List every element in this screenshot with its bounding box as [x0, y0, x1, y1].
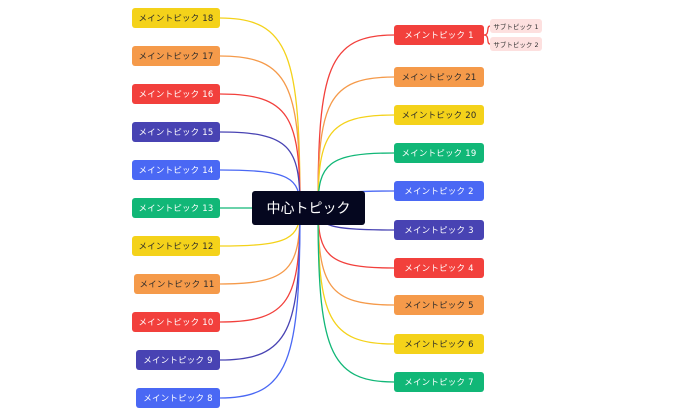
main-topic-left-6[interactable]: メイントピック 13 — [132, 198, 220, 218]
main-topic-left-7[interactable]: メイントピック 12 — [132, 236, 220, 256]
connector-sub-2 — [483, 34, 491, 45]
connector-left-11 — [219, 207, 301, 399]
connector-left-3 — [219, 93, 301, 209]
connector-left-4 — [219, 131, 301, 209]
main-topic-left-1-label: メイントピック 18 — [138, 14, 214, 24]
main-topic-right-8-label: メイントピック 5 — [404, 301, 474, 311]
subtopic-2-label: サブトピック 2 — [493, 41, 539, 49]
center-topic[interactable]: 中心トピック — [252, 191, 365, 225]
main-topic-left-9-label: メイントピック 10 — [138, 318, 214, 328]
main-topic-right-2-label: メイントピック 21 — [401, 73, 477, 83]
main-topic-left-3[interactable]: メイントピック 16 — [132, 84, 220, 104]
main-topic-left-4-label: メイントピック 15 — [138, 128, 214, 138]
main-topic-right-10-label: メイントピック 7 — [404, 378, 474, 388]
main-topic-left-8-label: メイントピック 11 — [139, 280, 215, 290]
main-topic-right-10[interactable]: メイントピック 7 — [394, 372, 484, 392]
main-topic-right-7[interactable]: メイントピック 4 — [394, 258, 484, 278]
main-topic-left-9[interactable]: メイントピック 10 — [132, 312, 220, 332]
main-topic-left-10-label: メイントピック 9 — [143, 356, 213, 366]
subtopic-2[interactable]: サブトピック 2 — [490, 37, 542, 51]
main-topic-left-11[interactable]: メイントピック 8 — [136, 388, 220, 408]
connector-right-10 — [317, 207, 395, 383]
main-topic-left-10[interactable]: メイントピック 9 — [136, 350, 220, 370]
main-topic-left-8[interactable]: メイントピック 11 — [134, 274, 220, 294]
main-topic-left-1[interactable]: メイントピック 18 — [132, 8, 220, 28]
connector-left-1 — [219, 17, 301, 209]
main-topic-left-5[interactable]: メイントピック 14 — [132, 160, 220, 180]
main-topic-right-3-label: メイントピック 20 — [401, 111, 477, 121]
main-topic-right-8[interactable]: メイントピック 5 — [394, 295, 484, 315]
main-topic-right-3[interactable]: メイントピック 20 — [394, 105, 484, 125]
main-topic-right-4-label: メイントピック 19 — [401, 149, 477, 159]
center-topic-label: 中心トピック — [266, 201, 351, 217]
subtopic-1[interactable]: サブトピック 1 — [490, 19, 542, 33]
main-topic-right-7-label: メイントピック 4 — [404, 264, 474, 274]
main-topic-left-7-label: メイントピック 12 — [138, 242, 214, 252]
main-topic-right-1[interactable]: メイントピック 1 — [394, 25, 484, 45]
main-topic-right-5[interactable]: メイントピック 2 — [394, 181, 484, 201]
subtopic-1-label: サブトピック 1 — [493, 23, 539, 31]
connector-right-2 — [317, 76, 395, 209]
main-topic-right-1-label: メイントピック 1 — [404, 31, 474, 41]
connector-right-3 — [317, 114, 395, 209]
connector-right-1 — [317, 34, 395, 209]
main-topic-right-6-label: メイントピック 3 — [404, 226, 474, 236]
connector-left-9 — [219, 207, 301, 323]
main-topic-right-6[interactable]: メイントピック 3 — [394, 220, 484, 240]
main-topic-right-9-label: メイントピック 6 — [404, 340, 474, 350]
main-topic-left-6-label: メイントピック 13 — [138, 204, 214, 214]
main-topic-right-5-label: メイントピック 2 — [404, 187, 474, 197]
main-topic-left-3-label: メイントピック 16 — [138, 90, 214, 100]
main-topic-left-4[interactable]: メイントピック 15 — [132, 122, 220, 142]
main-topic-left-11-label: メイントピック 8 — [143, 394, 213, 404]
main-topic-left-5-label: メイントピック 14 — [138, 166, 214, 176]
main-topic-right-9[interactable]: メイントピック 6 — [394, 334, 484, 354]
main-topic-right-4[interactable]: メイントピック 19 — [394, 143, 484, 163]
main-topic-left-2-label: メイントピック 17 — [138, 52, 214, 62]
main-topic-left-2[interactable]: メイントピック 17 — [132, 46, 220, 66]
main-topic-right-2[interactable]: メイントピック 21 — [394, 67, 484, 87]
